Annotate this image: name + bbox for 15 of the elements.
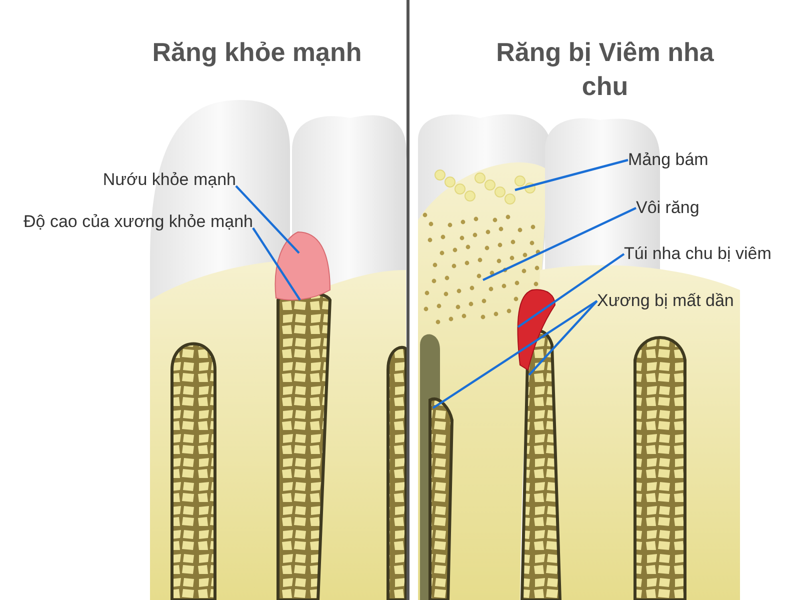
callout-label: Vôi răng <box>636 198 700 218</box>
panel-heading: Răng bị Viêm nha chu <box>495 36 715 103</box>
leader-line <box>528 300 598 376</box>
panel-heading: Răng khỏe mạnh <box>151 36 363 69</box>
leader-line <box>235 185 300 254</box>
callout-label: Nướu khỏe mạnh <box>102 170 236 190</box>
callout-label: Túi nha chu bị viêm <box>624 244 772 264</box>
leader-line <box>432 300 598 409</box>
leader-line <box>252 227 301 301</box>
leader-line <box>517 253 625 328</box>
leader-line <box>482 207 636 281</box>
leader-line <box>514 158 628 192</box>
callout-label: Xương bị mất dần <box>597 291 734 311</box>
callout-label: Mảng bám <box>628 150 708 170</box>
callout-label: Độ cao của xương khỏe mạnh <box>24 212 253 232</box>
